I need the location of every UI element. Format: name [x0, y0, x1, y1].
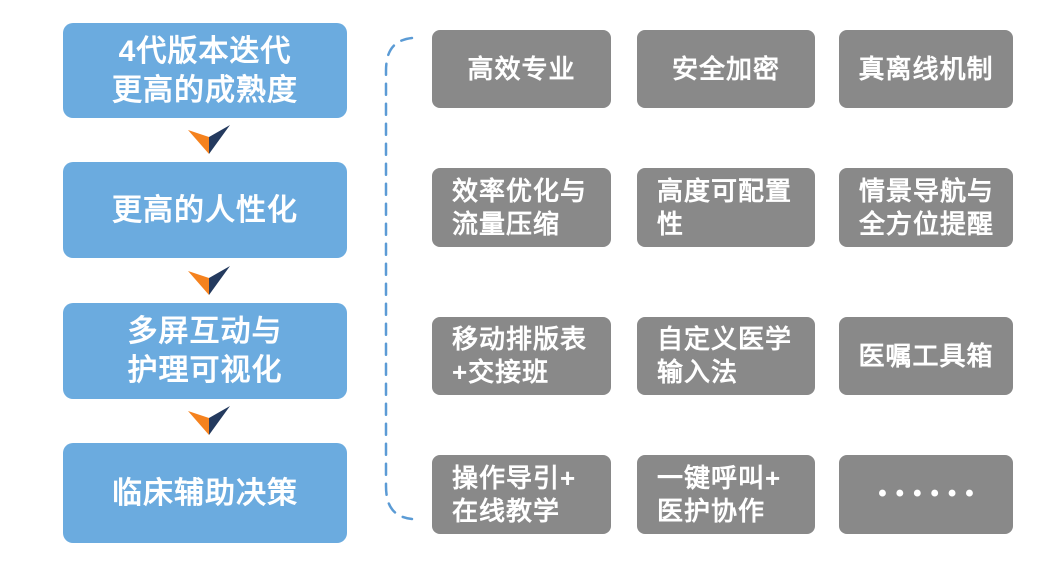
feature-label-line: 高度可配置: [657, 175, 793, 206]
feature-label-line: 性: [657, 208, 685, 239]
ellipsis-dots: ••••••: [878, 480, 983, 508]
feature-box-context-navigation: 情景导航与 全方位提醒: [839, 168, 1013, 247]
step-box-clinical-decision: 临床辅助决策: [63, 443, 347, 543]
step-label-line: 多屏互动与: [127, 315, 283, 348]
step-box-version-iteration: 4代版本迭代 更高的成熟度: [63, 23, 347, 118]
feature-box-true-offline: 真离线机制: [839, 30, 1013, 108]
feature-label-line: 安全加密: [671, 53, 780, 84]
feature-box-one-key-call: 一键呼叫+ 医护协作: [637, 455, 815, 534]
down-arrow-icon: [188, 406, 230, 435]
feature-box-order-toolbox: 医嘱工具箱: [839, 317, 1013, 395]
feature-label-line: 移动排版表: [452, 324, 588, 355]
step-label-line: 更高的成熟度: [112, 73, 298, 107]
feature-box-guided-operation: 操作导引+ 在线教学: [432, 455, 611, 534]
feature-box-secure-encryption: 安全加密: [637, 30, 815, 108]
feature-box-mobile-scheduling: 移动排版表 +交接班: [432, 317, 611, 395]
down-arrow-icon: [188, 125, 230, 154]
feature-box-custom-medical-ime: 自定义医学 输入法: [637, 317, 815, 395]
feature-label-line: 自定义医学: [657, 324, 793, 355]
step-label-line: 更高的人性化: [112, 193, 298, 227]
step-label-line: 4代版本迭代: [118, 34, 292, 68]
feature-box-more-ellipsis: ••••••: [839, 455, 1013, 534]
feature-label-line: 效率优化与: [452, 175, 588, 206]
feature-label-line: 全方位提醒: [859, 208, 995, 239]
feature-box-efficient-professional: 高效专业: [432, 30, 611, 108]
feature-label-line: 情景导航与: [859, 175, 995, 206]
feature-label-line: 在线教学: [452, 495, 561, 526]
feature-label-line: 医护协作: [657, 495, 766, 526]
feature-label-line: 输入法: [657, 357, 739, 387]
feature-label-line: 高效专业: [467, 53, 576, 84]
feature-label-line: +交接班: [452, 357, 550, 387]
feature-box-configurability: 高度可配置 性: [637, 168, 815, 247]
down-arrow-icon: [188, 266, 230, 295]
step-label-line: 护理可视化: [127, 354, 283, 387]
step-box-humanization: 更高的人性化: [63, 162, 347, 258]
step-box-multiscreen-nursing: 多屏互动与 护理可视化: [63, 303, 347, 399]
feature-box-efficiency-compression: 效率优化与 流量压缩: [432, 168, 611, 247]
feature-label-line: 一键呼叫+: [657, 462, 782, 493]
step-label-line: 临床辅助决策: [112, 476, 298, 510]
feature-label-line: 流量压缩: [452, 208, 561, 239]
feature-label-line: 医嘱工具箱: [858, 340, 994, 371]
feature-label-line: 操作导引+: [452, 462, 577, 493]
feature-label-line: 真离线机制: [858, 53, 994, 84]
